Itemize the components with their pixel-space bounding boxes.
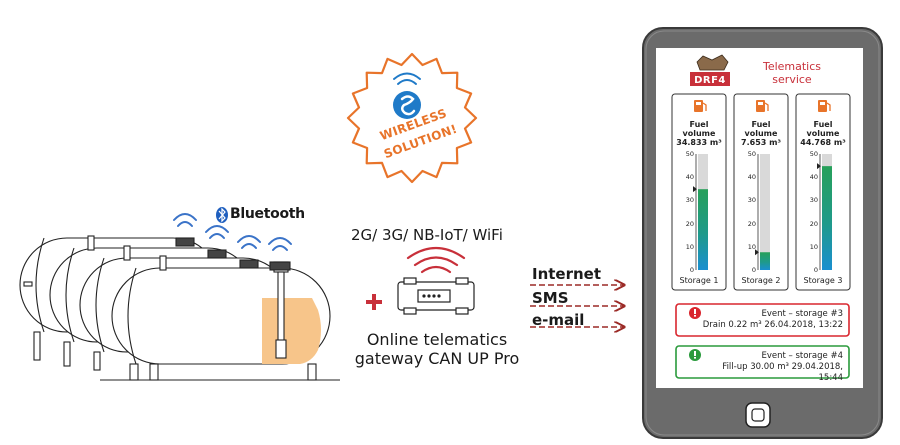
fuel-bar-track xyxy=(760,154,770,270)
storage-panels xyxy=(671,93,851,291)
axis-tick-label: 30 xyxy=(747,196,756,205)
axis-tick-label: 20 xyxy=(747,219,756,228)
fuel-bar-fill xyxy=(822,166,832,270)
event-1-line-1: Event – storage #3 xyxy=(761,309,843,319)
storage-header-line: 7.653 m³ xyxy=(741,138,781,147)
gateway-label-line-2: gateway CAN UP Pro xyxy=(354,349,520,368)
fuel-pump-icon xyxy=(694,100,707,112)
axis-tick-label: 0 xyxy=(751,266,756,274)
axis-tick-label: 20 xyxy=(809,219,818,228)
tank-group xyxy=(19,235,340,381)
storage-header-line: Fuel xyxy=(751,120,771,129)
axis-tick-label: 40 xyxy=(809,173,818,182)
event-1-line-2: Drain 0.22 m³ 26.04.2018, 13:22 xyxy=(702,320,843,330)
level-pointer xyxy=(755,249,759,256)
storage-name: Storage 3 xyxy=(803,276,843,285)
tank-front xyxy=(100,261,340,381)
channel-internet: Internet xyxy=(532,265,602,283)
bluetooth-label: Bluetooth xyxy=(230,206,305,222)
gateway-device-icon xyxy=(397,277,475,315)
level-pointer xyxy=(817,163,821,170)
home-button-icon[interactable] xyxy=(745,402,771,428)
axis-tick-label: 50 xyxy=(809,150,818,158)
event-2-line-2: Fill-up 30.00 m³ 29.04.2018, 15:44 xyxy=(722,362,843,383)
storage-header-line: Fuel xyxy=(813,120,833,129)
storage-header-line: 34.833 m³ xyxy=(676,138,722,147)
axis-tick-label: 40 xyxy=(685,173,694,182)
event-1-text[interactable]: Event – storage #3 Drain 0.22 m³ 26.04.2… xyxy=(700,309,843,331)
storage-header-line: Fuel xyxy=(689,120,709,129)
storage-header-line: volume xyxy=(806,129,840,138)
connectivity-label: 2G/ 3G/ NB-IoT/ WiFi xyxy=(351,226,503,244)
event-box-2[interactable] xyxy=(675,345,850,379)
axis-tick-label: 40 xyxy=(747,173,756,182)
event-2-line-1: Event – storage #4 xyxy=(761,351,843,361)
axis-tick-label: 20 xyxy=(685,219,694,228)
storage-header-line: 44.768 m³ xyxy=(800,138,846,147)
storage-name: Storage 2 xyxy=(741,276,781,285)
axis-tick-label: 10 xyxy=(747,242,756,251)
axis-tick-label: 0 xyxy=(813,266,818,274)
plus-icon xyxy=(366,294,382,310)
gateway-label: Online telematics gateway CAN UP Pro xyxy=(352,330,522,368)
event-2-text[interactable]: Event – storage #4 Fill-up 30.00 m³ 29.0… xyxy=(700,351,843,384)
telematics-service-title: Telematics service xyxy=(752,60,832,86)
wireless-badge xyxy=(346,52,478,184)
axis-tick-label: 0 xyxy=(689,266,694,274)
storage-header-line: volume xyxy=(682,129,716,138)
brand-logo-text: DRF4 xyxy=(694,75,726,86)
fuel-bar-fill xyxy=(698,189,708,270)
fuel-pump-icon xyxy=(818,100,831,112)
fuel-pump-icon xyxy=(756,100,769,112)
storage-header-line: volume xyxy=(744,129,778,138)
axis-tick-label: 50 xyxy=(747,150,756,158)
storage-name: Storage 1 xyxy=(679,276,719,285)
gateway-label-line-1: Online telematics xyxy=(366,330,508,349)
bluetooth-waves xyxy=(173,213,292,251)
axis-tick-label: 10 xyxy=(809,242,818,251)
channel-email: e-mail xyxy=(532,311,585,329)
axis-tick-label: 30 xyxy=(809,196,818,205)
title-line-2: service xyxy=(772,73,812,86)
channel-sms: SMS xyxy=(532,289,569,307)
axis-tick-label: 30 xyxy=(685,196,694,205)
channel-arrows xyxy=(530,285,624,327)
axis-tick-label: 50 xyxy=(685,150,694,158)
bluetooth-icon xyxy=(216,207,228,223)
drf4-logo-icon xyxy=(690,54,730,86)
fuel-bar-fill xyxy=(760,252,770,270)
level-pointer xyxy=(693,186,697,193)
event-box-1[interactable] xyxy=(675,303,850,337)
gateway-signal-icon xyxy=(406,247,466,274)
axis-tick-label: 10 xyxy=(685,242,694,251)
title-line-1: Telematics xyxy=(762,60,822,73)
